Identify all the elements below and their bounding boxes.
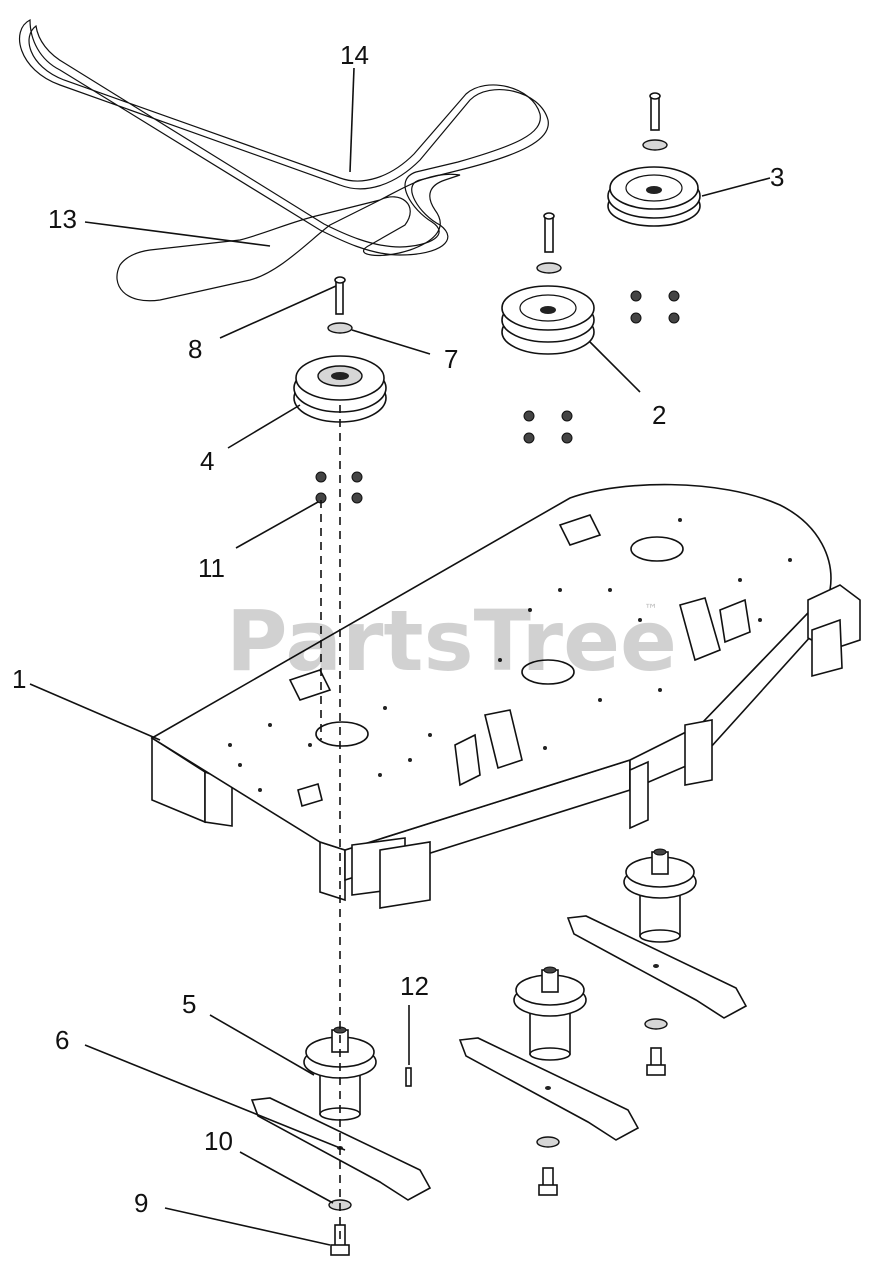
bolt-8[interactable]: [334, 276, 346, 315]
spindle-right[interactable]: [623, 848, 697, 943]
callout-3: 3: [770, 162, 784, 192]
belt-14[interactable]: [18, 19, 549, 256]
callout-8: 8: [188, 334, 202, 364]
washer-bolt-right[interactable]: [644, 1018, 668, 1076]
callout-5: 5: [182, 989, 196, 1019]
belt-13[interactable]: [116, 173, 461, 302]
blade-middle[interactable]: [458, 1037, 640, 1141]
spindle-middle[interactable]: [513, 966, 587, 1061]
pulley-2[interactable]: [501, 212, 595, 355]
nut-set-pulley-2[interactable]: [523, 290, 680, 444]
callout-12: 12: [400, 971, 429, 1001]
callout-6: 6: [55, 1025, 69, 1055]
callout-14: 14: [340, 40, 369, 70]
watermark-trademark: ™: [644, 602, 658, 618]
callout-11: 11: [198, 553, 225, 583]
key-12[interactable]: [405, 1067, 412, 1087]
watermark-text: PartsTree: [226, 592, 677, 690]
callout-13: 13: [48, 204, 77, 234]
leader-lines: [29, 67, 771, 1246]
bolt-9[interactable]: [330, 1224, 350, 1256]
pulley-3[interactable]: [607, 92, 701, 227]
callout-4: 4: [200, 446, 214, 476]
nut-set-11[interactable]: [315, 471, 363, 504]
callout-2: 2: [652, 400, 666, 430]
spindle-5[interactable]: [303, 1026, 377, 1121]
callout-1: 1: [12, 664, 26, 694]
mower-deck-1[interactable]: [150, 483, 861, 909]
callout-9: 9: [134, 1188, 148, 1218]
blade-right[interactable]: [566, 915, 748, 1019]
washer-7[interactable]: [327, 322, 353, 334]
callout-7: 7: [444, 344, 458, 374]
washer-bolt-middle[interactable]: [536, 1136, 560, 1196]
callout-10: 10: [204, 1126, 233, 1156]
